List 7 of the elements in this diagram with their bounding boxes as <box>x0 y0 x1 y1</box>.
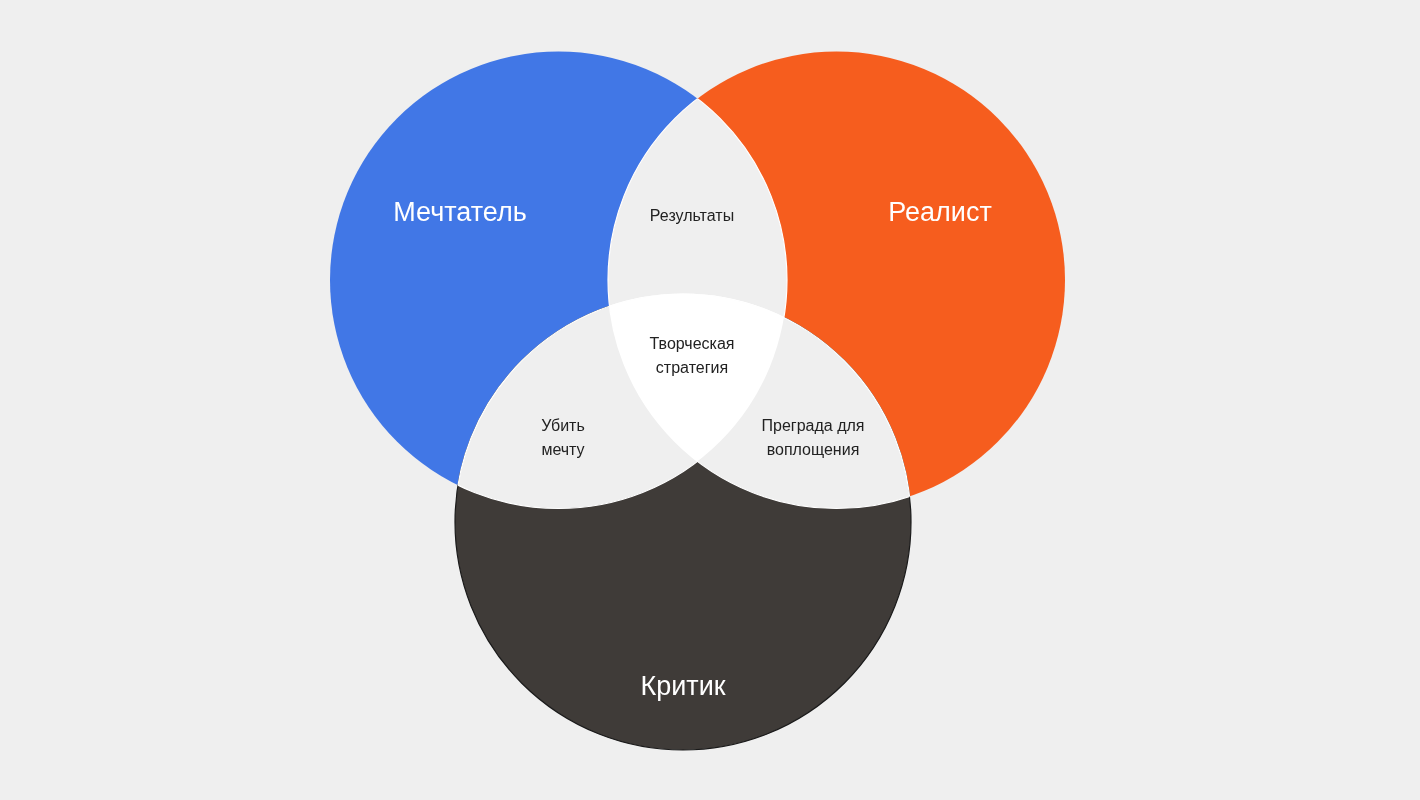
region-label: Творческая стратегия <box>632 332 752 380</box>
region-label: Результаты <box>632 204 752 228</box>
circle-label: Мечтатель <box>370 195 550 229</box>
circle-label: Реалист <box>850 195 1030 229</box>
region-label: Убить мечту <box>533 414 593 462</box>
circle-label: Критик <box>593 669 773 703</box>
region-label: Преграда для воплощения <box>747 414 879 462</box>
